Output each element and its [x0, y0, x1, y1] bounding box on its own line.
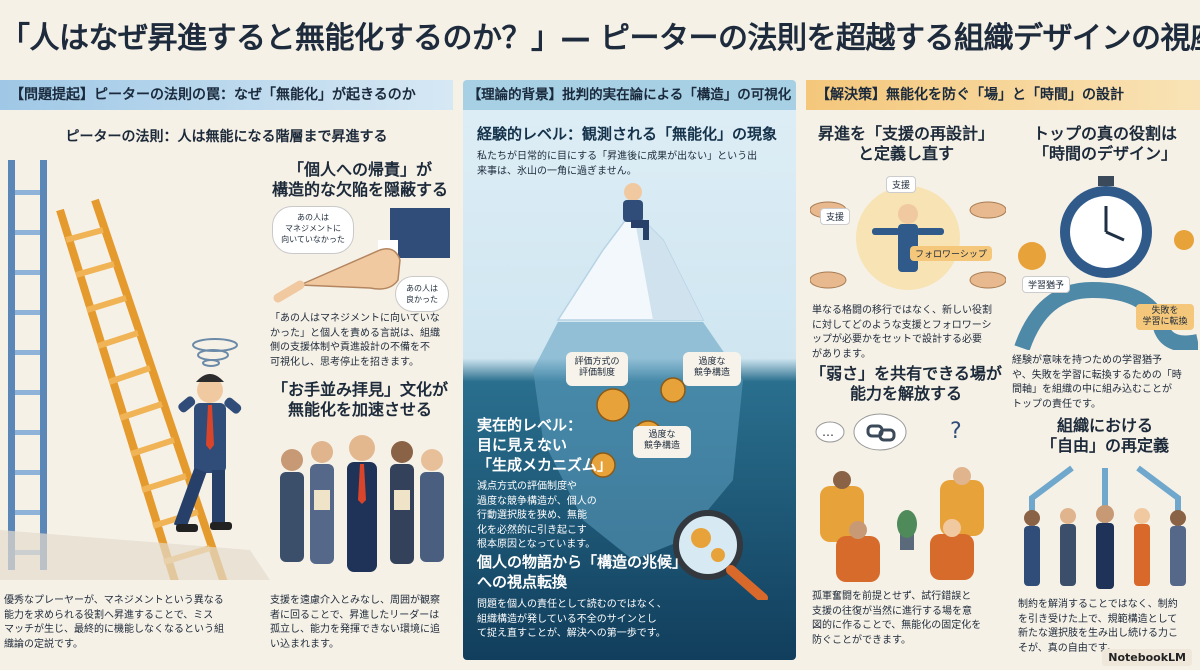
isolated-leader-figure — [347, 435, 377, 572]
peter-principle-heading: ピーターの法則：人は無能になる階層まで昇進する — [65, 129, 388, 145]
perspective-shift-heading: 個人の物語から「構造の兆候」 への視点転換 — [477, 553, 688, 591]
freedom-heading: 組織における 「自由」の再定義 — [1040, 416, 1169, 455]
theory-column: 【理論的背景】批判的実在論による「構造」の可視化 経験的レベル：観測される「無能… — [463, 80, 796, 660]
blame-speech-bubble: あの人は マネジメントに 向いていなかった — [272, 206, 354, 254]
empirical-body: 私たちが日常的に目にする「昇進後に成果が出ない」という出 来事は、氷山の一角に過… — [477, 151, 758, 177]
helping-hands-icon — [810, 201, 1006, 289]
culture-heading: 「お手並み拝見」文化が 無能化を加速させる — [271, 380, 448, 419]
gear-label-competition: 過度な 競争構造 — [683, 352, 741, 386]
freedom-body: 制約を解消することではなく、制約 を引き受けた上で、規範構造として 新たな選択肢… — [1018, 599, 1178, 654]
top-role-heading: トップの真の役割は 「時間のデザイン」 — [1032, 124, 1177, 163]
team-figures — [1024, 505, 1186, 589]
pointing-hand-illustration — [273, 208, 450, 303]
praise-speech-bubble: あの人は 良かった — [395, 276, 449, 312]
gear-label-competition-2: 過度な 競争構造 — [633, 426, 691, 458]
real-level-heading: 実在的レベル： 目に見えない 「生成メカニズム」 — [477, 416, 613, 474]
empirical-heading: 経験的レベル：観測される「無能化」の現象 — [477, 125, 778, 143]
redesign-heading: 昇進を「支援の再設計」 と定義し直す — [817, 124, 994, 163]
problem-column: 【問題提起】ピーターの法則の罠：なぜ「無能化」が起きるのか ピーターの法則：人は… — [0, 80, 453, 660]
confusion-swirl-icon — [192, 338, 238, 367]
blame-heading: 「個人への帰責」が 構造的な欠陥を隠蔽する — [271, 160, 448, 199]
support-label-2: 支援 — [820, 208, 851, 225]
observer-figures — [280, 441, 444, 564]
solution-banner: 【解決策】無能化を防ぐ「場」と「時間」の設計 — [806, 80, 1200, 110]
safe-space-illustration: … ? — [815, 413, 984, 582]
gear-icon — [1018, 230, 1194, 270]
armchair-group — [820, 467, 984, 582]
weakness-body: 孤軍奮闘を前提とせず、試行錯誤と 支援の往復が当然に進行する場を意 図的に作るこ… — [812, 591, 982, 646]
chain-link-icon — [866, 424, 896, 442]
top-role-body: 経験が意味を持つための学習猶予 や、失敗を学習に転換するための「時 間軸」を組織… — [1012, 355, 1182, 410]
stopwatch-icon — [1060, 176, 1152, 278]
followership-label: フォロワーシップ — [910, 246, 992, 261]
time-design-illustration — [1014, 176, 1198, 350]
freedom-team-illustration — [1024, 465, 1186, 589]
svg-text:…: … — [822, 425, 834, 439]
real-level-body: 減点方式の評価制度や 過度な競争構造が、個人の 行動選択肢を狭め、無能 化を必然… — [477, 481, 597, 550]
thought-bubble-icon: … ? — [815, 413, 962, 451]
gear-label-evaluation: 評価方式の 評価制度 — [566, 352, 628, 386]
theory-banner: 【理論的背景】批判的実在論による「構造」の可視化 — [463, 80, 796, 110]
ladder-illustration — [0, 160, 270, 580]
page-title: 「人はなぜ昇進すると無能化するのか？」— ピーターの法則を超越する組織デザインの… — [0, 21, 1200, 56]
svg-text:?: ? — [950, 419, 962, 444]
plant-icon — [897, 510, 917, 550]
despairing-man-figure — [623, 183, 649, 240]
notebooklm-logo: NotebookLM — [1102, 649, 1192, 666]
observer-crowd-illustration — [280, 435, 444, 572]
problem-banner: 【問題提起】ピーターの法則の罠：なぜ「無能化」が起きるのか — [0, 80, 453, 110]
time-road — [1014, 281, 1198, 350]
ladder-body: 優秀なプレーヤーが、マネジメントという異なる 能力を求められる役割へ昇進すること… — [4, 595, 224, 650]
perspective-shift-body: 問題を個人の責任として読むのではなく、 組織構造が発している不全のサインとし て… — [477, 599, 667, 639]
culture-body: 支援を遠慮介入とみなし、周囲が観察 者に回ることで、昇進したリーダーは 孤立し、… — [270, 595, 440, 650]
blue-ladder — [8, 160, 47, 570]
transfer-label: 失敗を 学習に転換 — [1136, 304, 1194, 330]
support-label-1: 支援 — [886, 176, 917, 193]
weakness-heading: 「弱さ」を共有できる場が 能力を解放する — [810, 364, 1002, 403]
redesign-body: 単なる格闘の移行ではなく、新しい役割 に対してどのような支援とフォロワーシ ップ… — [812, 305, 992, 360]
confused-manager-figure — [173, 374, 242, 532]
magnifier-icon — [673, 510, 768, 600]
learning-label: 学習猶予 — [1022, 276, 1071, 293]
blame-body: 「あの人はマネジメントに向いていな かった」と個人を責める言説は、組織 側の支援… — [270, 313, 440, 368]
solution-column: 【解決策】無能化を防ぐ「場」と「時間」の設計 昇進を「支援の再設計」 と定義し直… — [806, 80, 1200, 660]
support-hands-illustration — [810, 186, 1006, 290]
